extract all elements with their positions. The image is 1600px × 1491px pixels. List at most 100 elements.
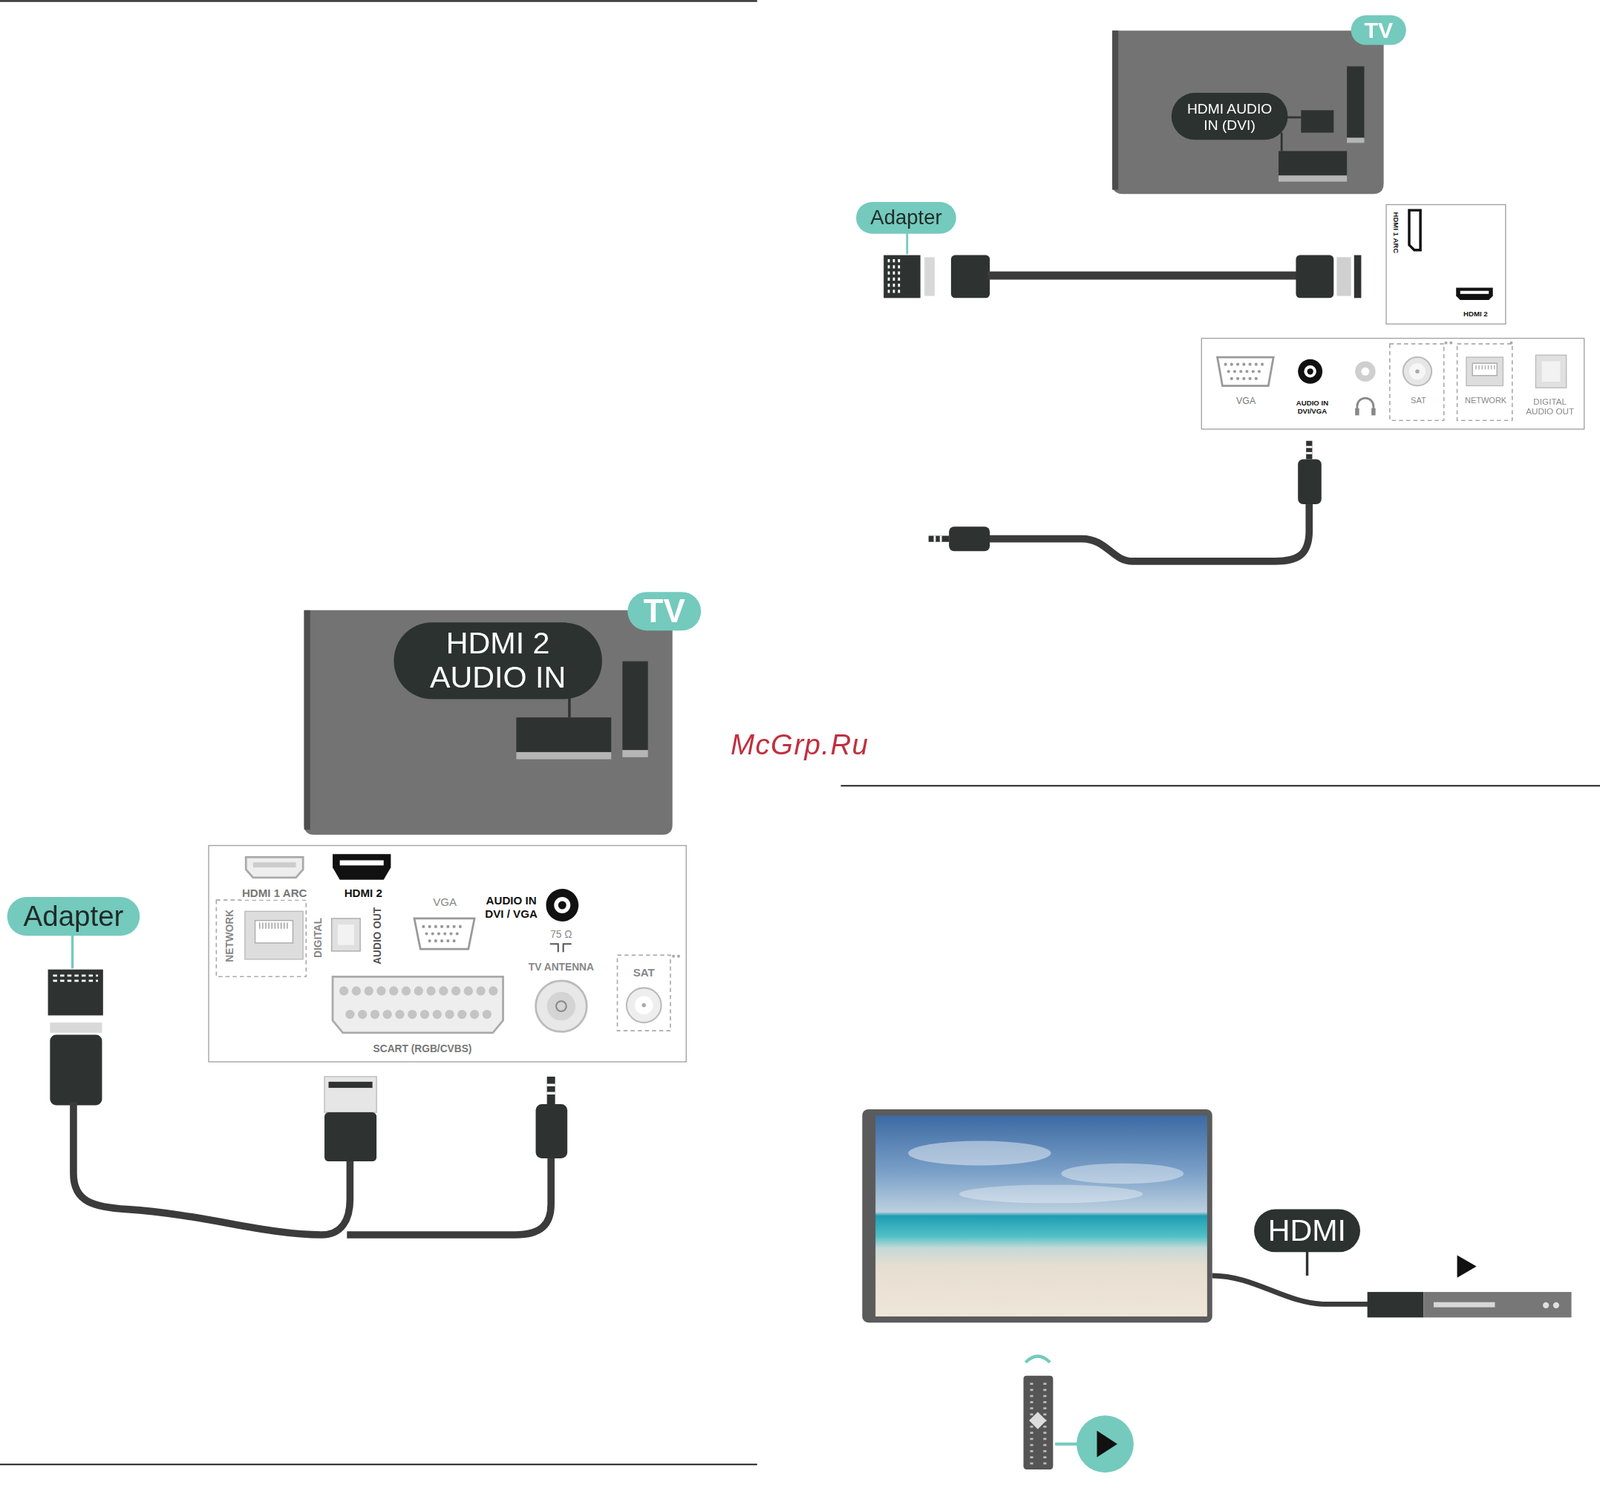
connector-panel-icons <box>558 901 567 910</box>
connector-panel-icons <box>677 954 681 958</box>
callout-text: Adapter <box>870 205 942 230</box>
audio-cable <box>346 1156 551 1235</box>
port-label: VGA <box>432 895 459 909</box>
port-strip-icons <box>1217 341 1567 421</box>
tv-body <box>304 610 673 835</box>
port-strip-icons <box>1231 377 1260 381</box>
audio-cable <box>536 1104 568 1159</box>
hdmi-port-icon <box>1455 288 1493 300</box>
port-label: HDMI 1 ARC <box>241 886 309 900</box>
port-strip-icons <box>1297 359 1323 384</box>
hdmi-cable <box>1336 256 1351 296</box>
port-callout: HDMI 2 AUDIO IN <box>394 622 603 699</box>
remote-control <box>1043 1382 1047 1465</box>
port-label: AUDIO IN DVI / VGA <box>476 893 546 920</box>
leader-line <box>71 934 74 969</box>
hdmi-port-icon <box>1409 210 1421 251</box>
port-label: AUDIO IN DVI/VGA <box>1289 398 1335 416</box>
connector-panel-icons <box>671 954 675 958</box>
audio-cable <box>928 536 949 542</box>
port-strip-icons <box>1444 341 1448 345</box>
tv-screen <box>1060 1163 1184 1184</box>
connector-panel-icons <box>547 991 576 1021</box>
audio-cable <box>1305 452 1312 455</box>
hdmi-cable <box>328 1081 373 1088</box>
tv-body <box>622 749 648 758</box>
audio-cable <box>547 1092 556 1095</box>
port-label: SCART (RGB/CVBS) <box>371 1043 473 1056</box>
tv-screen <box>875 1115 1208 1317</box>
port-strip-icons <box>1403 357 1432 386</box>
adapter-callout: Adapter <box>7 896 141 936</box>
port-callout: HDMI AUDIO IN (DVI) <box>1171 92 1289 140</box>
tv-body <box>1112 30 1384 194</box>
port-strip-icons <box>1535 354 1566 388</box>
connector-panel-icons <box>340 860 384 866</box>
port-strip-icons <box>1415 369 1419 374</box>
hdmi-cable <box>893 259 896 296</box>
audio-cable <box>939 536 943 542</box>
leader-line <box>1305 1251 1309 1276</box>
tv-body <box>1278 175 1347 182</box>
hdmi-cable <box>883 255 920 299</box>
port-strip-icons <box>1357 397 1374 414</box>
hdmi-cable <box>52 974 98 978</box>
hdmi-cable <box>1354 255 1362 299</box>
audio-cable <box>934 536 937 542</box>
port-label: VGA <box>1235 395 1257 407</box>
hdmi-cable <box>73 1101 350 1235</box>
port-strip-icons <box>1457 343 1513 421</box>
connector-strip: VGAAUDIO IN DVI/VGASATNETWORKDIGITAL AUD… <box>1201 337 1586 430</box>
adapter-callout: Adapter <box>856 201 957 234</box>
port-label: SAT <box>631 965 656 979</box>
connector-panel-icons <box>536 980 588 1033</box>
audio-cable <box>1305 446 1312 449</box>
port-label: SAT <box>1409 396 1428 407</box>
player-device <box>1433 1302 1495 1308</box>
tv-body <box>1346 138 1364 144</box>
watermark: McGrp.Ru <box>730 728 869 762</box>
connector-panel-icons <box>216 899 306 977</box>
audio-cable <box>346 1076 568 1235</box>
hdmi-cable <box>1295 255 1334 299</box>
audio-cable <box>987 504 1309 562</box>
port-label: TV ANTENNA <box>527 961 595 974</box>
remote-control <box>1023 1375 1053 1470</box>
port-label: NETWORK <box>1464 396 1508 407</box>
player-device <box>1423 1291 1572 1318</box>
port-strip-icons <box>1542 361 1561 382</box>
leader-line <box>905 230 909 255</box>
port-strip-icons <box>1225 363 1267 367</box>
hdmi-callout: HDMI <box>1253 1208 1361 1252</box>
connector-panel-icons <box>255 920 294 943</box>
tv-badge: TV <box>627 590 702 631</box>
port-label: HDMI 1 ARC <box>1392 210 1401 255</box>
callout-text: TV <box>643 592 686 631</box>
audio-cable <box>948 526 990 551</box>
hdmi-cable <box>48 969 104 1016</box>
hdmi-cable <box>897 259 900 296</box>
port-label: 75 Ω <box>549 928 574 941</box>
port-strip-icons <box>1475 365 1495 370</box>
connector-panel-icons <box>337 924 355 945</box>
port-strip-icons <box>1371 408 1376 416</box>
player-device <box>1367 1254 1572 1318</box>
connector-panel-icons <box>550 943 572 952</box>
port-strip-icons <box>1472 363 1497 375</box>
connector-panel-icons <box>216 853 681 1033</box>
tv-body <box>1346 66 1364 138</box>
remote-control <box>1025 1356 1050 1363</box>
port-label: HDMI 2 <box>343 886 384 900</box>
port-strip-icons <box>1409 363 1426 380</box>
tv-body <box>304 610 311 830</box>
connector-panel-icons <box>332 976 504 1033</box>
connector-panel-icons <box>616 954 670 1031</box>
hdmi-port-icon <box>1460 291 1489 295</box>
tv-body <box>516 752 612 760</box>
remote-control <box>1023 1356 1133 1474</box>
hdmi-cable <box>924 256 935 296</box>
tv-body <box>516 717 612 753</box>
port-label: DIGITAL <box>312 916 325 960</box>
